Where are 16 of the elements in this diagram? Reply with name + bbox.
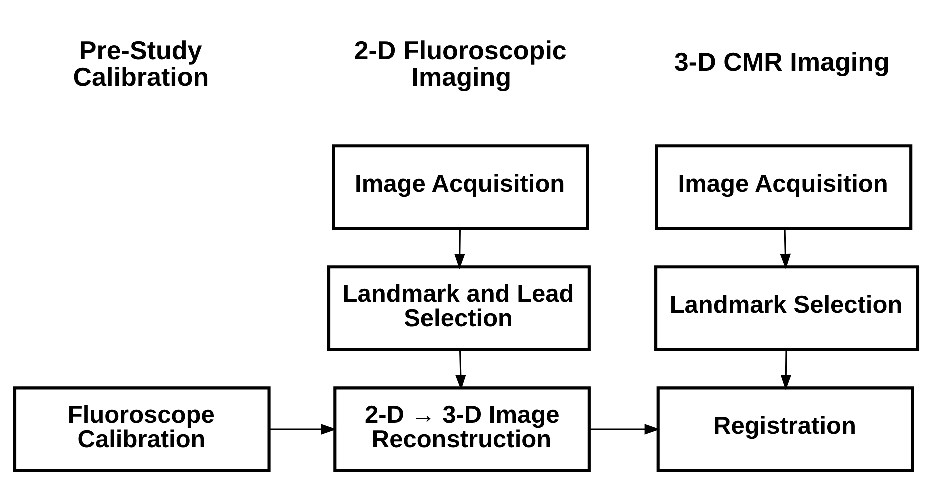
arrow: [590, 424, 660, 435]
node-box: Fluoroscope Calibration: [13, 386, 271, 472]
node-box: Landmark and Lead Selection: [328, 266, 591, 352]
node-box: Image Acquisition: [332, 144, 590, 230]
node-box: Registration: [656, 386, 914, 472]
label: 2-D Fluoroscopic Imaging: [354, 36, 567, 92]
node-box: Landmark Selection: [654, 266, 920, 352]
arrow: [780, 350, 792, 390]
label: Pre-Study Calibration: [73, 36, 210, 92]
arrow: [456, 350, 466, 390]
node-box: Image Acquisition: [655, 144, 913, 230]
arrow: [270, 424, 337, 435]
arrow: [454, 228, 466, 270]
node-box: 2-D → 3-D Image Reconstruction: [334, 386, 591, 472]
arrow: [780, 228, 791, 270]
label: 3-D CMR Imaging: [674, 47, 890, 78]
